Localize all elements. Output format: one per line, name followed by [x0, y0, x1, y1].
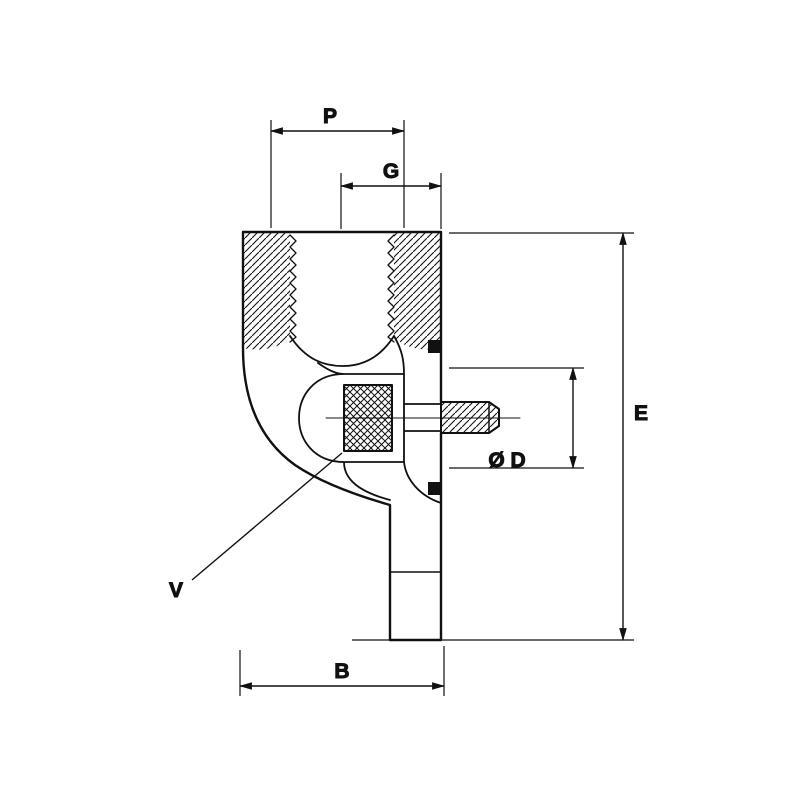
- dim-E: E: [619, 231, 649, 642]
- dim-D: Ø D: [488, 366, 577, 473]
- leader-line-v: [191, 452, 343, 581]
- dim-label-d: Ø D: [488, 449, 525, 472]
- seal-bottom: [428, 482, 441, 495]
- dim-label-g: G: [383, 160, 399, 183]
- part-section: [241, 230, 521, 642]
- bore-bottom: [289, 335, 395, 367]
- part-outline: [241, 230, 443, 642]
- dim-label-v: V: [169, 579, 183, 602]
- dimensions: P G E Ø D B V: [168, 105, 649, 696]
- dim-G: G: [339, 160, 443, 190]
- dim-label-e: E: [634, 402, 648, 425]
- seals: [428, 340, 441, 495]
- extension-lines: [239, 120, 634, 696]
- dim-B: B: [238, 660, 446, 690]
- seal-top: [428, 340, 441, 353]
- thread-wall-left-hatch: [243, 232, 290, 350]
- thread-profile-right: [387, 234, 395, 343]
- leader-V: V: [168, 452, 343, 603]
- dim-label-p: P: [323, 105, 337, 128]
- thread-profile-left: [289, 234, 297, 343]
- dim-P: P: [269, 105, 406, 135]
- thread-wall-right-hatch: [394, 232, 441, 350]
- thread-walls: [243, 232, 441, 350]
- dim-label-b: B: [334, 660, 349, 683]
